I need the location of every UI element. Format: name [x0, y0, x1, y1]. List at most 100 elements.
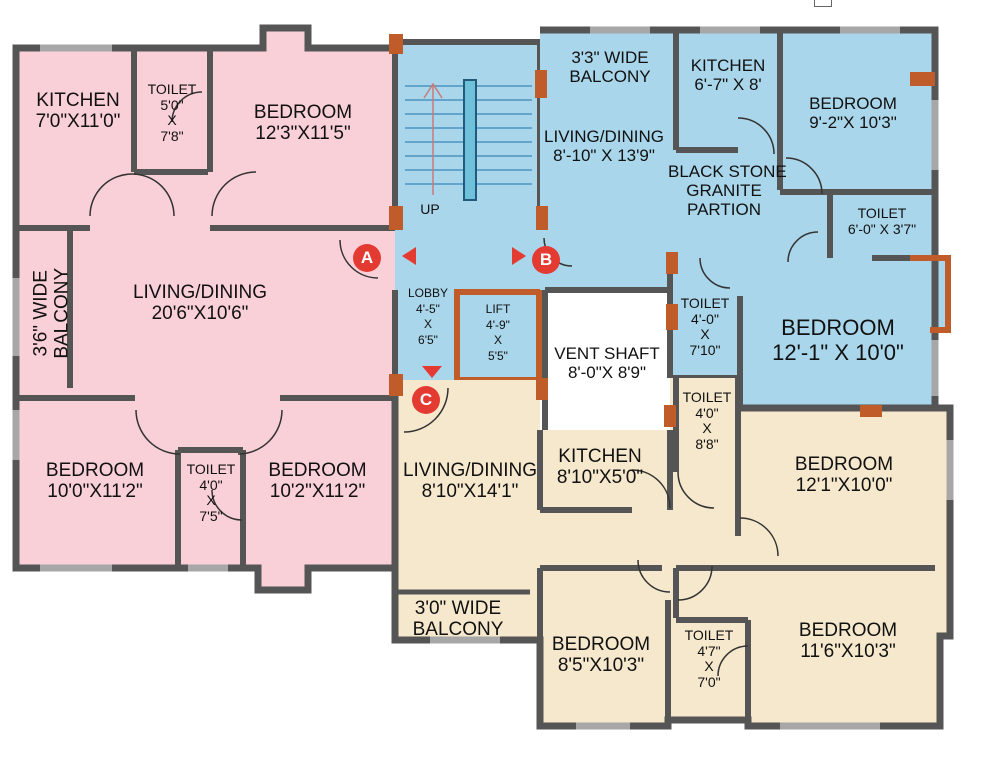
flat-c-toilet-bottom-label: TOILET 4'7" X 7'0": [678, 627, 740, 691]
room-name: BEDROOM: [781, 315, 895, 340]
flat-a-kitchen-label: KITCHEN 7'0"X11'0": [28, 90, 128, 133]
flat-a-inner-walls: [13, 48, 395, 568]
room-name: KITCHEN: [558, 446, 642, 467]
flat-a-bedroom-bm-label: BEDROOM 10'2"X11'2": [250, 460, 385, 503]
marker-a: A: [353, 244, 381, 272]
flat-b-windows: [590, 26, 939, 396]
room-size: 8'-0"X 8'9": [567, 363, 647, 383]
lift-label: LIFT 4'-9" X 5'5": [462, 302, 534, 364]
room-name: LIFT: [485, 302, 511, 316]
room-name: TOILET: [684, 627, 734, 643]
room-name: KITCHEN: [36, 90, 120, 111]
flat-c-windows: [430, 440, 954, 730]
flat-b-bedroom-tr-label: BEDROOM 9'-2"X 10'3": [790, 94, 916, 132]
room-width: 4'7": [697, 642, 721, 659]
flat-a-doors: [89, 91, 379, 521]
room-width: 4'-9": [486, 317, 510, 332]
balcony-name: BALCONY: [569, 67, 651, 87]
room-name: BEDROOM: [45, 460, 145, 481]
room-name: BEDROOM: [809, 94, 897, 113]
balcony-name: BALCONY: [52, 267, 73, 359]
balcony-name: BALCONY: [412, 619, 504, 641]
flat-a-bedroom-bl-label: BEDROOM 10'0"X11'2": [30, 460, 160, 503]
flat-c: [391, 378, 954, 730]
stair-handrail: [463, 79, 477, 201]
room-width: 4'0": [695, 404, 719, 421]
flat-a-toilet-top-label: TOILET 5'0" X 7'8": [136, 81, 208, 145]
room-height: 5'5": [488, 348, 508, 363]
room-height: 7'5": [199, 508, 223, 525]
room-x: X: [206, 492, 216, 509]
room-width: 4'0": [199, 476, 223, 493]
flat-b-living-label: LIVING/DINING 8'-10" X 13'9": [540, 127, 668, 165]
room-size: 6'-7" X 8': [694, 75, 762, 95]
room-size: 8'5"X10'3": [557, 655, 645, 677]
balcony-width: 3'3" WIDE: [571, 48, 649, 67]
lobby-label: LOBBY 4'-5" X 6'5": [400, 286, 456, 348]
room-size: 7'0"X11'0": [35, 111, 121, 133]
balcony-width: 3'6" WIDE: [30, 270, 52, 357]
flat-b-bay-wall: [910, 255, 951, 333]
flat-c-bedroom-bm-label: BEDROOM 8'5"X10'3": [544, 634, 658, 677]
room-x: X: [493, 333, 502, 348]
room-size: 10'0"X11'2": [47, 481, 143, 503]
room-name: BEDROOM: [798, 620, 898, 641]
marker-b: B: [532, 246, 560, 274]
room-height: 7'8": [160, 128, 184, 145]
flat-a: [12, 24, 395, 594]
flat-b-inner-walls: [542, 30, 935, 430]
room-name: BEDROOM: [551, 634, 651, 655]
room-height: 8'8": [695, 436, 719, 453]
room-name: LOBBY: [407, 286, 449, 300]
room-name: KITCHEN: [690, 56, 766, 75]
flat-a-living-label: LIVING/DINING 20'6"X10'6": [110, 282, 290, 325]
room-x: X: [702, 420, 712, 437]
flat-b-floor: [540, 30, 948, 408]
room-x: X: [700, 326, 710, 343]
room-width: 4'-5": [416, 301, 440, 316]
flat-c-living-label: LIVING/DINING 8'10"X14'1": [402, 460, 538, 503]
marker-c: C: [412, 386, 440, 414]
room-name: TOILET: [147, 81, 197, 97]
room-name: LIVING/DINING: [544, 127, 664, 146]
room-name: TOILET: [680, 295, 730, 311]
up-arrow-head: [423, 82, 443, 99]
room-size: 8'10"X5'0": [556, 467, 644, 489]
flat-c-balcony-label: 3'0" WIDE BALCONY: [408, 598, 508, 641]
flat-b-kitchen-label: KITCHEN 6'-7" X 8': [680, 56, 776, 94]
flat-b: [540, 26, 951, 430]
flat-b-balcony-label: 3'3" WIDE BALCONY: [548, 48, 672, 86]
room-name: TOILET: [857, 205, 907, 221]
room-size: 11'6"X10'3": [800, 641, 896, 663]
room-name: BEDROOM: [253, 102, 353, 123]
room-height: 7'10": [689, 342, 721, 359]
balcony-width: 3'0" WIDE: [414, 598, 502, 619]
room-size: 20'6"X10'6": [151, 303, 249, 325]
columns: [389, 34, 935, 427]
room-size: 12'3"X11'5": [255, 123, 351, 145]
flat-b-toilet-m-label: TOILET 4'-0" X 7'10": [674, 295, 736, 359]
room-name: LIVING/DINING: [402, 460, 538, 481]
arrow-right-icon: [512, 247, 526, 265]
flat-b-bedroom-big-label: BEDROOM 12'-1" X 10'0": [748, 315, 928, 365]
room-height: 7'0": [697, 674, 721, 691]
room-size: 12'1"X10'0": [795, 475, 893, 497]
partition-line-3: PARTION: [687, 200, 761, 220]
room-x: X: [704, 658, 714, 675]
arrow-down-icon: [422, 366, 442, 378]
flat-c-toilet-top-label: TOILET 4'0" X 8'8": [676, 389, 738, 453]
flat-b-partition-label: BLACK STONE GRANITE PARTION: [668, 162, 787, 220]
room-size: 12'-1" X 10'0": [772, 339, 904, 365]
room-size: 9'-2"X 10'3": [809, 113, 897, 133]
partition-line-1: BLACK STONE: [668, 162, 787, 181]
flat-a-toilet-bottom-label: TOILET 4'0" X 7'5": [180, 461, 242, 525]
room-size: 8'10"X14'1": [421, 481, 519, 503]
room-name: BEDROOM: [794, 454, 894, 475]
room-name: BEDROOM: [268, 460, 367, 481]
flat-c-bedroom-r-label: BEDROOM 12'1"X10'0": [774, 454, 914, 497]
corner-mark: [814, 0, 832, 7]
flat-a-floor: [16, 28, 395, 590]
arrow-left-icon: [402, 247, 416, 265]
stairs-up-label: UP: [410, 201, 450, 218]
